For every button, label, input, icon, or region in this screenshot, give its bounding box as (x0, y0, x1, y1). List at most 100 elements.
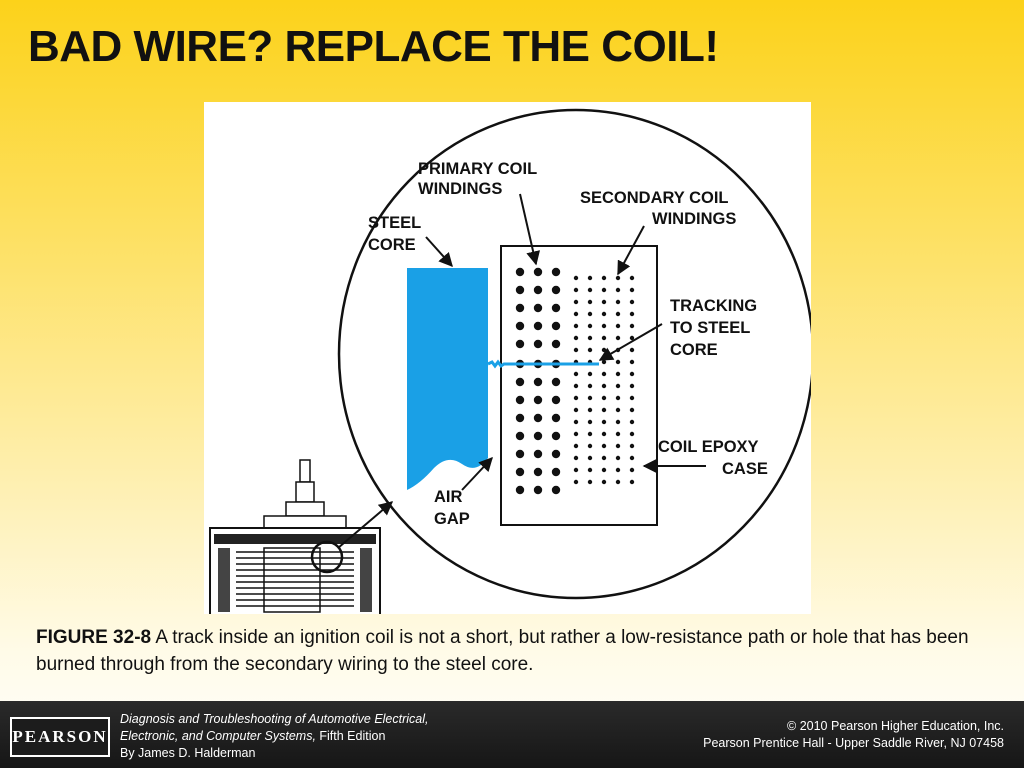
secondary-winding-dot (601, 407, 607, 413)
secondary-winding-dot (629, 347, 635, 353)
primary-windings (515, 267, 561, 495)
secondary-winding-dot (629, 407, 635, 413)
coil-diagram-svg: PRIMARY COIL WINDINGS SECONDARY COIL WIN… (209, 108, 811, 614)
secondary-winding-dot (615, 311, 621, 317)
secondary-winding-dot (587, 455, 593, 461)
secondary-winding-dot (629, 299, 635, 305)
secondary-coil-arrow (617, 225, 645, 276)
secondary-winding-dot (587, 419, 593, 425)
secondary-winding-dot (587, 347, 593, 353)
book-info: Diagnosis and Troubleshooting of Automot… (120, 711, 429, 762)
steel-core-label-line1: STEEL (368, 214, 421, 232)
secondary-winding-dot (615, 407, 621, 413)
secondary-winding-dot (601, 443, 607, 449)
secondary-winding-dot (629, 311, 635, 317)
secondary-winding-dot (615, 467, 621, 473)
secondary-winding-dot (573, 371, 579, 377)
secondary-winding-dot (587, 335, 593, 341)
secondary-winding-dot (615, 443, 621, 449)
secondary-winding-dot (615, 299, 621, 305)
book-title-line2: Electronic, and Computer Systems, (120, 729, 316, 743)
steel-core-arrow (425, 236, 453, 268)
secondary-winding-dot (587, 395, 593, 401)
primary-coil-label-line1: PRIMARY COIL (418, 160, 537, 178)
copyright-line2: Pearson Prentice Hall - Upper Saddle Riv… (703, 736, 1004, 750)
secondary-winding-dot (573, 299, 579, 305)
secondary-coil-label-line1: SECONDARY COIL (580, 189, 729, 207)
secondary-winding-dot (587, 371, 593, 377)
air-gap-arrow (461, 456, 493, 491)
secondary-winding-dot (587, 287, 593, 293)
secondary-winding-dot (615, 395, 621, 401)
secondary-winding-dot (601, 311, 607, 317)
secondary-winding-dot (601, 323, 607, 329)
secondary-winding-dot (615, 323, 621, 329)
steel-core-label-line2: CORE (368, 236, 416, 254)
secondary-winding-dot (601, 479, 607, 485)
secondary-winding-dot (573, 467, 579, 473)
secondary-winding-dot (587, 275, 593, 281)
footer-bar: PEARSON Diagnosis and Troubleshooting of… (0, 701, 1024, 768)
copyright-line1: © 2010 Pearson Higher Education, Inc. (787, 719, 1004, 733)
secondary-winding-dot (629, 431, 635, 437)
secondary-winding-dot (629, 395, 635, 401)
secondary-winding-dot (573, 311, 579, 317)
secondary-winding-dot (601, 287, 607, 293)
secondary-winding-dot (615, 335, 621, 341)
secondary-winding-dot (615, 359, 621, 365)
secondary-winding-dot (587, 467, 593, 473)
steel-core (407, 268, 488, 490)
coil-diagram: PRIMARY COIL WINDINGS SECONDARY COIL WIN… (204, 102, 811, 614)
secondary-winding-dot (629, 359, 635, 365)
book-author: By James D. Halderman (120, 746, 256, 760)
secondary-winding-dot (601, 371, 607, 377)
tracking-path (487, 359, 599, 369)
secondary-winding-dot (601, 419, 607, 425)
secondary-winding-dot (587, 311, 593, 317)
primary-coil-label-line2: WINDINGS (418, 180, 502, 198)
secondary-winding-dot (587, 299, 593, 305)
secondary-winding-dot (629, 455, 635, 461)
tracking-arrow (598, 323, 663, 361)
tracking-label-line1: TRACKING (670, 297, 757, 315)
secondary-winding-dot (573, 443, 579, 449)
secondary-winding-dot (587, 431, 593, 437)
secondary-winding-dot (573, 347, 579, 353)
secondary-winding-dot (601, 383, 607, 389)
secondary-winding-dot (601, 455, 607, 461)
epoxy-case-label-line1: COIL EPOXY (658, 438, 759, 456)
copyright: © 2010 Pearson Higher Education, Inc. Pe… (703, 718, 1004, 752)
secondary-winding-dot (573, 407, 579, 413)
secondary-winding-dot (615, 287, 621, 293)
figure-caption: FIGURE 32-8 A track inside an ignition c… (36, 624, 996, 678)
secondary-winding-dot (601, 275, 607, 281)
tracking-label-line3: CORE (670, 341, 718, 359)
tracking-label-line2: TO STEEL (670, 319, 750, 337)
secondary-winding-dot (573, 479, 579, 485)
secondary-winding-dot (601, 299, 607, 305)
figure-number: FIGURE 32-8 (36, 627, 152, 648)
secondary-winding-dot (629, 419, 635, 425)
secondary-winding-dot (573, 395, 579, 401)
secondary-winding-dot (615, 371, 621, 377)
secondary-winding-dot (629, 323, 635, 329)
secondary-winding-dot (629, 287, 635, 293)
secondary-winding-dot (573, 335, 579, 341)
magnifier-pointer (337, 501, 394, 549)
secondary-winding-dot (573, 323, 579, 329)
book-title-line1: Diagnosis and Troubleshooting of Automot… (120, 712, 429, 726)
secondary-winding-dot (601, 431, 607, 437)
secondary-winding-dot (629, 275, 635, 281)
secondary-winding-dot (601, 395, 607, 401)
air-gap-label-line1: AIR (434, 488, 463, 506)
secondary-winding-dot (629, 443, 635, 449)
secondary-winding-dot (573, 431, 579, 437)
book-edition: Fifth Edition (315, 729, 386, 743)
magnifier-circle (337, 108, 811, 600)
secondary-winding-dot (587, 407, 593, 413)
secondary-winding-dot (573, 383, 579, 389)
secondary-winding-dot (615, 383, 621, 389)
secondary-winding-dot (573, 275, 579, 281)
secondary-winding-dot (601, 359, 607, 365)
secondary-winding-dot (587, 479, 593, 485)
